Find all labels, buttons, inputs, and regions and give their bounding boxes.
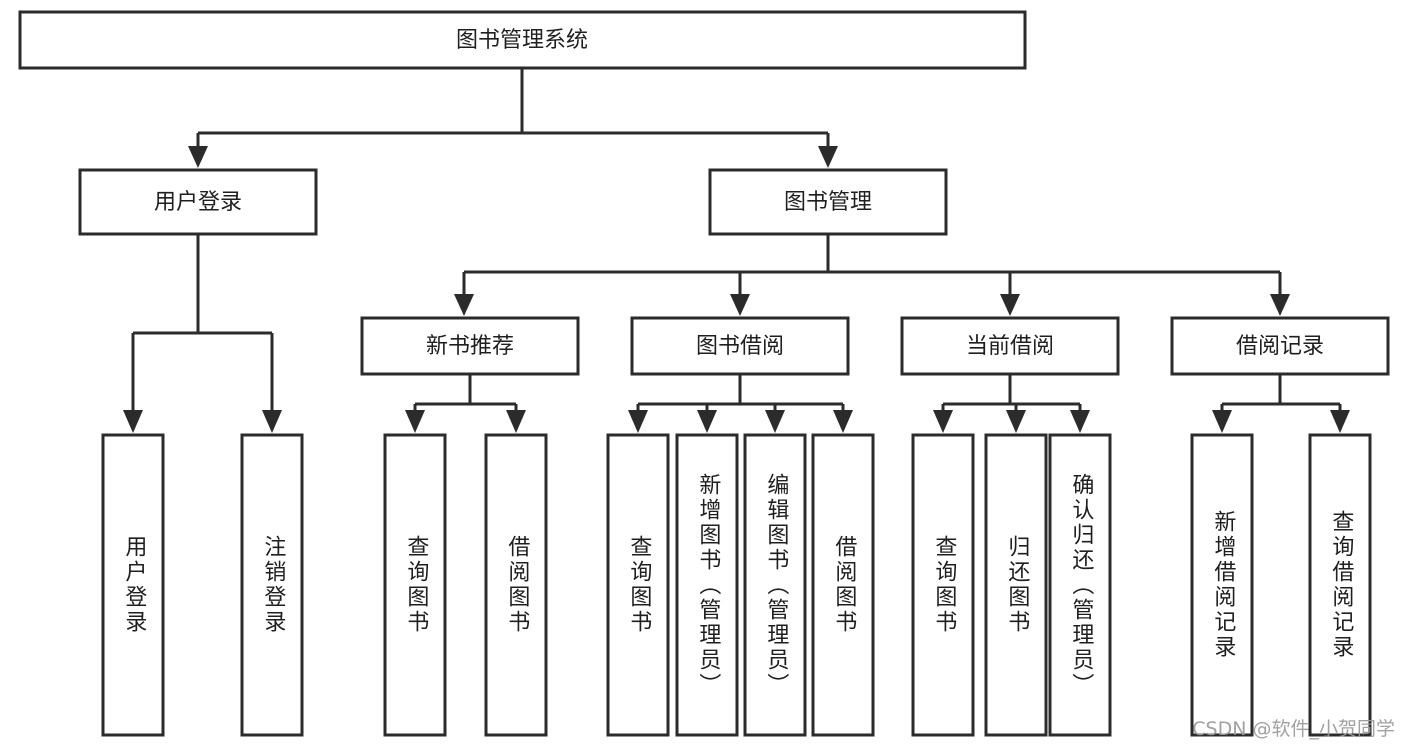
node-leaf-edit-book-rect[interactable] xyxy=(743,433,807,737)
arrow-head-leaf-user-login xyxy=(123,410,143,433)
arrow-head-borrow-record xyxy=(1270,294,1290,316)
node-book-manage-label: 图书管理 xyxy=(784,190,872,215)
arrow-head-leaf-query-book-2 xyxy=(628,410,648,433)
node-leaf-add-book-rect[interactable] xyxy=(675,433,739,737)
arrow-head-leaf-add-book xyxy=(697,410,717,433)
arrow-head-current-borrow xyxy=(1000,294,1020,316)
node-leaf-borrow-book-1-rect[interactable] xyxy=(484,433,548,737)
arrow-head-book-borrow xyxy=(730,294,750,316)
arrow-head-leaf-query-book-3 xyxy=(933,410,953,433)
arrow-head-book-manage xyxy=(818,146,838,168)
node-new-book-recommend[interactable]: 新书推荐 xyxy=(360,316,580,376)
node-user-login-rect[interactable] xyxy=(78,168,318,236)
node-leaf-return-book-rect[interactable] xyxy=(984,433,1048,737)
arrow-head-leaf-add-record xyxy=(1212,410,1232,433)
node-user-login-label: 用户登录 xyxy=(154,190,242,215)
node-book-borrow[interactable]: 图书借阅 xyxy=(630,316,850,376)
connector-layer xyxy=(123,68,1350,433)
node-leaf-query-record-rect[interactable] xyxy=(1308,433,1372,737)
node-current-borrow[interactable]: 当前借阅 xyxy=(900,316,1120,376)
node-root[interactable]: 图书管理系统 xyxy=(18,10,1027,70)
node-leaf-borrow-book-2-rect[interactable] xyxy=(811,433,875,737)
node-borrow-record-label: 借阅记录 xyxy=(1236,334,1324,359)
node-new-book-recommend-rect[interactable] xyxy=(360,316,580,376)
node-leaf-confirm-return-rect[interactable] xyxy=(1048,433,1112,737)
node-borrow-record[interactable]: 借阅记录 xyxy=(1170,316,1390,376)
node-book-borrow-label: 图书借阅 xyxy=(696,334,784,359)
node-leaf-user-login-rect[interactable] xyxy=(101,433,165,737)
arrow-head-new-book-recommend xyxy=(454,294,474,316)
node-book-borrow-rect[interactable] xyxy=(630,316,850,376)
node-current-borrow-rect[interactable] xyxy=(900,316,1120,376)
node-book-manage-rect[interactable] xyxy=(708,168,948,236)
arrow-head-leaf-edit-book xyxy=(765,410,785,433)
arrow-head-leaf-borrow-book-1 xyxy=(506,410,526,433)
node-leaf-query-book-3-rect[interactable] xyxy=(911,433,975,737)
node-leaf-query-book-1-rect[interactable] xyxy=(383,433,447,737)
arrow-head-user-login xyxy=(188,146,208,168)
arrow-head-leaf-return-book xyxy=(1006,410,1026,433)
node-root-rect[interactable] xyxy=(18,10,1027,70)
arrow-head-leaf-query-book-1 xyxy=(405,410,425,433)
node-new-book-recommend-label: 新书推荐 xyxy=(426,334,514,359)
node-book-manage[interactable]: 图书管理 xyxy=(708,168,948,236)
node-user-login[interactable]: 用户登录 xyxy=(78,168,318,236)
node-leaf-query-book-2-rect[interactable] xyxy=(606,433,670,737)
arrow-head-leaf-query-record xyxy=(1330,410,1350,433)
node-leaf-add-record-rect[interactable] xyxy=(1190,433,1254,737)
node-borrow-record-rect[interactable] xyxy=(1170,316,1390,376)
node-leaf-user-logout-rect[interactable] xyxy=(240,433,304,737)
arrow-head-leaf-confirm-return xyxy=(1070,410,1090,433)
node-layer: 图书管理系统 用户登录 图书管理 新书推荐 图书借阅 当前 xyxy=(18,10,1390,737)
node-current-borrow-label: 当前借阅 xyxy=(966,334,1054,359)
arrow-head-leaf-borrow-book-2 xyxy=(833,410,853,433)
node-root-label: 图书管理系统 xyxy=(456,28,588,53)
arrow-head-leaf-user-logout xyxy=(262,410,282,433)
